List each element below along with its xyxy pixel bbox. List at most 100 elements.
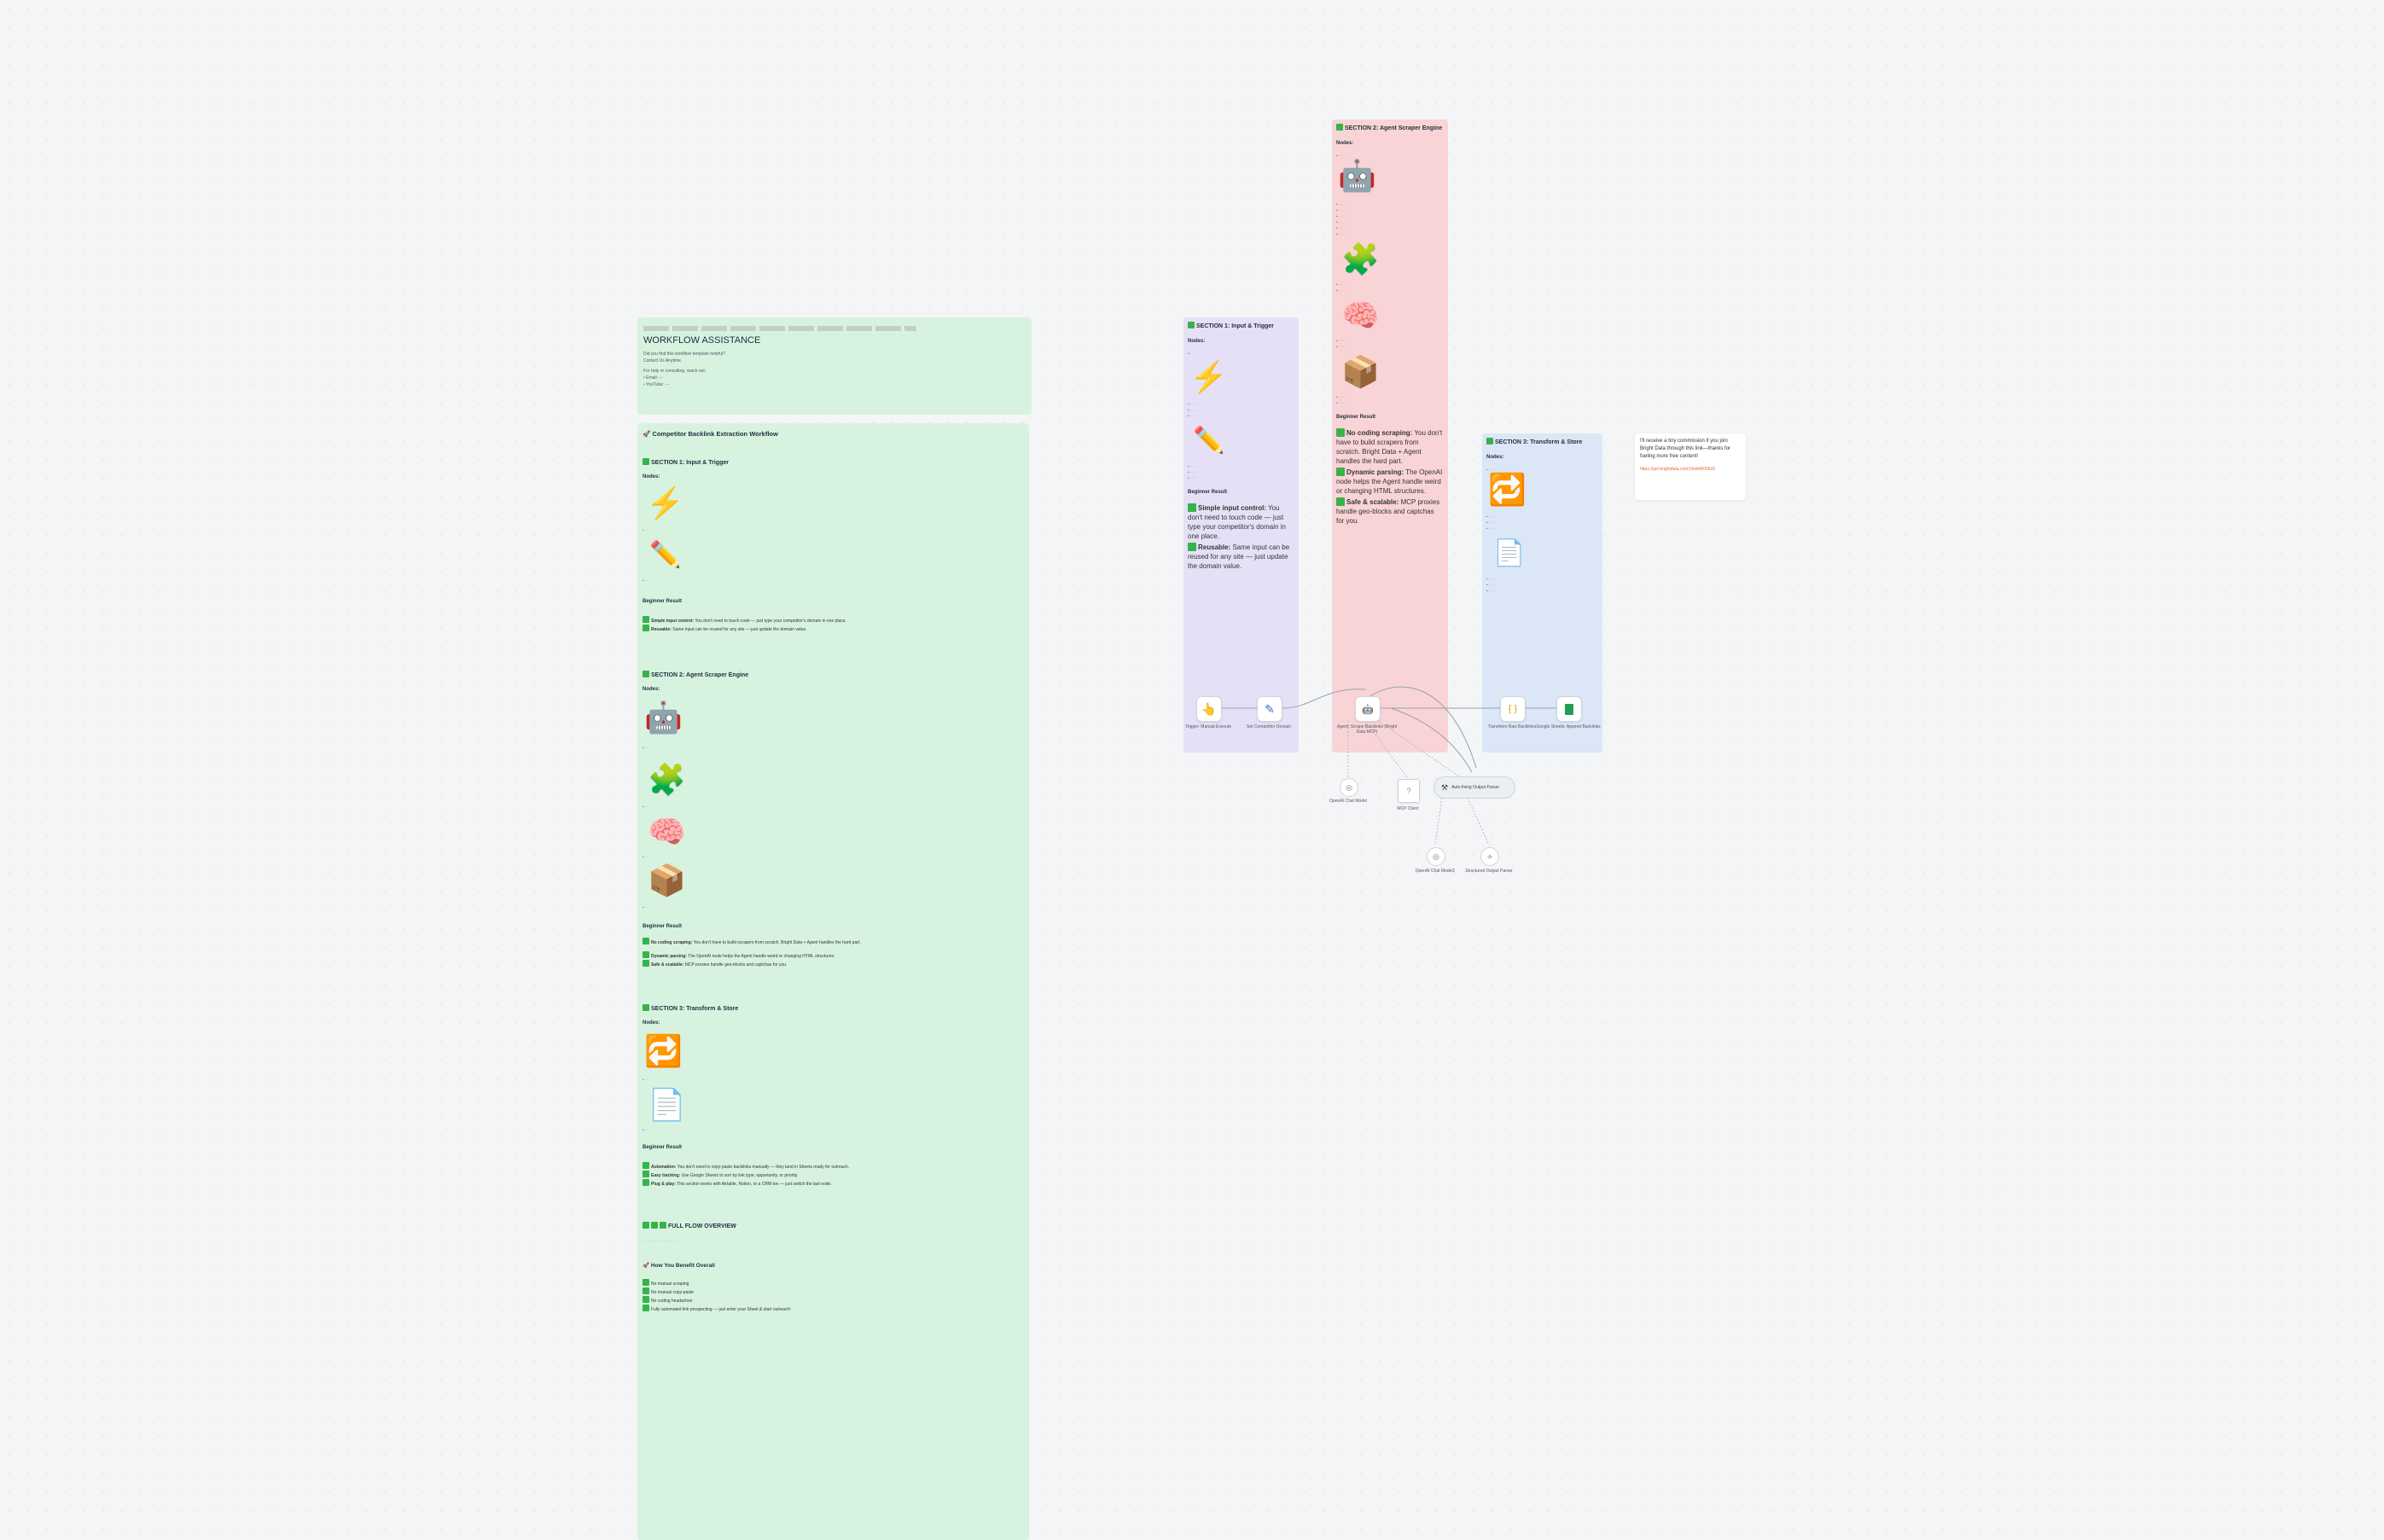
- sec3-desc: • · · ·: [1486, 468, 1495, 472]
- assistance-line-1: Did you find this workflow template help…: [643, 352, 725, 357]
- sub-label-mcp: MCP Client: [1397, 806, 1419, 811]
- main-s3-title: SECTION 3: Transform & Store: [643, 1004, 1024, 1012]
- sec2-desc5: • · · ·• · · ·: [1336, 395, 1345, 405]
- main-s2-desc4: • · · ·: [643, 905, 651, 909]
- main-s3-result: Beginner Result: [643, 1145, 683, 1150]
- check-icon: [1188, 322, 1195, 328]
- assistance-email: • Email: —: [643, 375, 664, 381]
- sheets-icon: [1565, 703, 1573, 715]
- main-s2-b3: Safe & scalable: MCP proxies handle geo-…: [643, 960, 1024, 968]
- main-s2-desc3: • · · ·: [643, 855, 651, 859]
- document-icon: 📄: [1493, 539, 1526, 567]
- sec2-desc: • · · ·: [1336, 154, 1345, 158]
- mcp-client-node[interactable]: ?: [1398, 779, 1420, 803]
- rocket-icon: 🚀: [643, 430, 651, 438]
- mcp-icon: ?: [1406, 787, 1411, 795]
- lightning-icon: ⚡: [1189, 359, 1228, 394]
- main-s1-title: SECTION 1: Input & Trigger: [643, 458, 1024, 466]
- openai-model-1-node[interactable]: ◎: [1427, 847, 1445, 866]
- check-icon: [643, 1305, 649, 1311]
- sec3-desc3: • · · ·• · · ·• · · ·: [1486, 577, 1495, 593]
- main-s1-nodes: Nodes:: [643, 474, 660, 479]
- divider: [643, 326, 916, 331]
- overview-title: FULL FLOW OVERVIEW: [643, 1222, 1024, 1229]
- check-icon: [643, 1222, 649, 1229]
- sec1-desc2: • · · ·• · · ·• · · ·: [1188, 402, 1196, 418]
- section-2-note[interactable]: SECTION 2: Agent Scraper Engine Nodes: •…: [1332, 119, 1448, 753]
- node-label-set: Set Competitor Domain: [1247, 724, 1291, 729]
- repeat-icon: 🔁: [1488, 472, 1526, 507]
- check-icon: [643, 960, 649, 967]
- robot-icon: 🤖: [1338, 158, 1376, 193]
- check-icon: [1188, 543, 1196, 551]
- node-label-agent: Agent: Scrape Backlinks (Bright Data MCP…: [1336, 724, 1398, 735]
- main-s3-desc: • · · ·: [643, 1078, 651, 1082]
- main-title-text: Competitor Backlink Extraction Workflow: [652, 430, 778, 438]
- main-s2-result: Beginner Result: [643, 924, 683, 929]
- main-description-note[interactable]: 🚀 Competitor Backlink Extraction Workflo…: [637, 423, 1029, 1540]
- sec1-nodes: Nodes:: [1188, 339, 1206, 344]
- sec1-b1: Simple input control: You don't need to …: [1188, 503, 1286, 540]
- affiliate-note[interactable]: I'll receive a tiny commission if you jo…: [1635, 433, 1746, 500]
- sub-label-openai: OpenAI Chat Model: [1329, 799, 1367, 804]
- sec2-b2: Dynamic parsing: The OpenAI node helps t…: [1336, 468, 1443, 495]
- sec2-desc3: • · · ·• · · ·: [1336, 282, 1345, 293]
- check-icon: [643, 938, 649, 944]
- sec1-result: Beginner Result: [1188, 490, 1228, 495]
- openai-icon: ◎: [1433, 851, 1439, 861]
- check-icon: [643, 1296, 649, 1303]
- sheets-node[interactable]: [1556, 696, 1582, 722]
- affiliate-link[interactable]: https://get.brightdata.com/1tndi4600b25: [1640, 467, 1716, 472]
- agent-node[interactable]: 🤖: [1355, 696, 1381, 722]
- main-s2-desc: • · · ·: [643, 746, 651, 750]
- main-s3-nodes: Nodes:: [643, 1020, 660, 1026]
- check-icon: [1336, 428, 1345, 437]
- sec1-title: SECTION 1: Input & Trigger: [1188, 322, 1294, 330]
- robot-icon: 🤖: [644, 700, 683, 735]
- sec1-desc: • · · ·: [1188, 352, 1196, 356]
- openai-model-node[interactable]: ◎: [1340, 778, 1358, 797]
- sec1-b2: Reusable: Same input can be reused for a…: [1188, 543, 1290, 570]
- main-s2-b1: No coding scraping: You don't have to bu…: [643, 938, 1024, 946]
- box-icon: 📦: [648, 863, 686, 898]
- brain-icon: 🧠: [1341, 298, 1380, 333]
- main-s3-b1: Automation: You don't need to copy-paste…: [643, 1162, 1024, 1171]
- sub-label-openai1: OpenAI Chat Model1: [1415, 869, 1456, 874]
- main-s1-desc2: • · · ·: [643, 578, 651, 583]
- sec1-desc3: • · · ·• · · ·• · · ·: [1188, 464, 1196, 480]
- section-1-note[interactable]: SECTION 1: Input & Trigger Nodes: • · · …: [1183, 317, 1299, 753]
- main-s3-b3: Plug & play: This section works with Air…: [643, 1179, 1024, 1188]
- check-icon: [643, 951, 649, 958]
- main-s2-title: SECTION 2: Agent Scraper Engine: [643, 671, 1024, 678]
- check-icon: [643, 616, 649, 623]
- check-icon: [660, 1222, 666, 1229]
- pencil-icon: ✎: [1265, 701, 1275, 716]
- transform-node[interactable]: { }: [1500, 696, 1526, 722]
- workflow-assistance-note[interactable]: WORKFLOW ASSISTANCE Did you find this wo…: [637, 317, 1032, 415]
- repeat-icon: 🔁: [644, 1033, 683, 1068]
- sec3-nodes: Nodes:: [1486, 455, 1504, 460]
- set-domain-node[interactable]: ✎: [1257, 696, 1282, 722]
- assistance-youtube: • YouTube: —: [643, 382, 670, 387]
- sec2-b1: No coding scraping: You don't have to bu…: [1336, 428, 1443, 465]
- sec3-title: SECTION 3: Transform & Store: [1486, 438, 1598, 446]
- main-s3-desc2: • · · ·: [643, 1128, 651, 1132]
- node-label-trigger: Trigger: Manual Execute: [1184, 724, 1232, 729]
- check-icon: [1188, 503, 1196, 512]
- check-icon: [1336, 468, 1345, 476]
- affiliate-text: I'll receive a tiny commission if you jo…: [1640, 439, 1731, 459]
- check-icon: [643, 625, 649, 631]
- structured-parser-node[interactable]: ⟡: [1480, 847, 1499, 866]
- check-icon: [643, 1287, 649, 1294]
- check-icon: [643, 671, 649, 677]
- assistance-line-2: Contact Us Anytime.: [643, 358, 683, 363]
- robot-icon: 🤖: [1362, 704, 1374, 715]
- output-parser-node[interactable]: ⚒ Auto-fixing Output Parser: [1433, 776, 1515, 799]
- check-icon: [643, 1179, 649, 1186]
- check-icon: [651, 1222, 658, 1229]
- sec2-desc4: • · · ·• · · ·: [1336, 339, 1345, 349]
- check-icon: [1336, 124, 1343, 131]
- overview-how: 🚀 How You Benefit Overall: [643, 1263, 715, 1269]
- manual-trigger-node[interactable]: 👆: [1196, 696, 1222, 722]
- sec2-title: SECTION 2: Agent Scraper Engine: [1336, 124, 1444, 132]
